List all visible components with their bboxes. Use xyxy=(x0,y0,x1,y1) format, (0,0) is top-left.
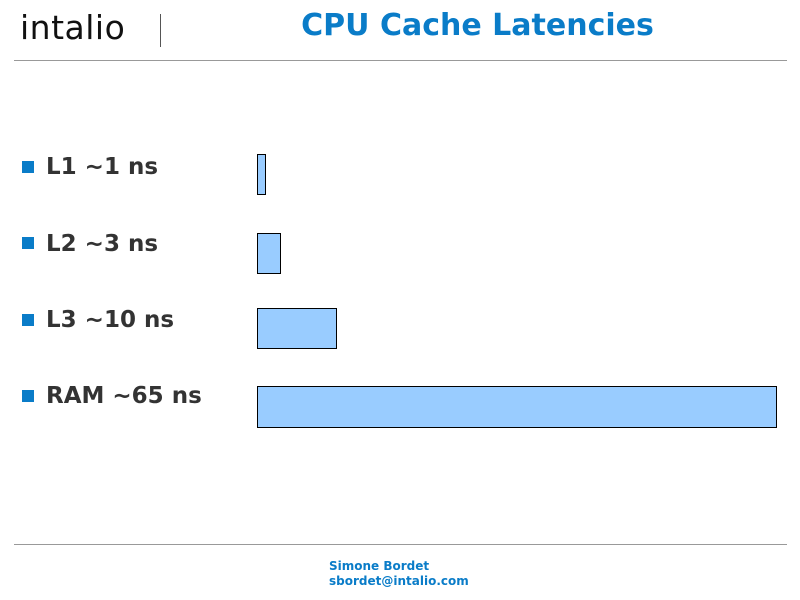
intalio-logo: intalio xyxy=(20,8,126,47)
author-name: Simone Bordet xyxy=(329,559,430,573)
author-email: sbordet@intalio.com xyxy=(329,574,469,588)
item-label: L2 ~3 ns xyxy=(46,231,159,257)
latency-bar xyxy=(257,233,281,274)
logo-divider xyxy=(160,14,161,47)
item-label: L3 ~10 ns xyxy=(46,307,175,333)
item-label: L1 ~1 ns xyxy=(46,154,159,180)
bullet-icon xyxy=(22,161,34,173)
slide-title: CPU Cache Latencies xyxy=(301,8,654,43)
footer-rule xyxy=(14,544,787,545)
bullet-icon xyxy=(22,237,34,249)
latency-bar xyxy=(257,154,266,195)
item-label: RAM ~65 ns xyxy=(46,383,202,409)
bullet-icon xyxy=(22,390,34,402)
latency-bar xyxy=(257,386,777,428)
latency-bar xyxy=(257,308,337,349)
header-rule xyxy=(14,60,787,61)
bullet-icon xyxy=(22,314,34,326)
footer: Simone Bordet sbordet@intalio.com xyxy=(329,559,469,589)
